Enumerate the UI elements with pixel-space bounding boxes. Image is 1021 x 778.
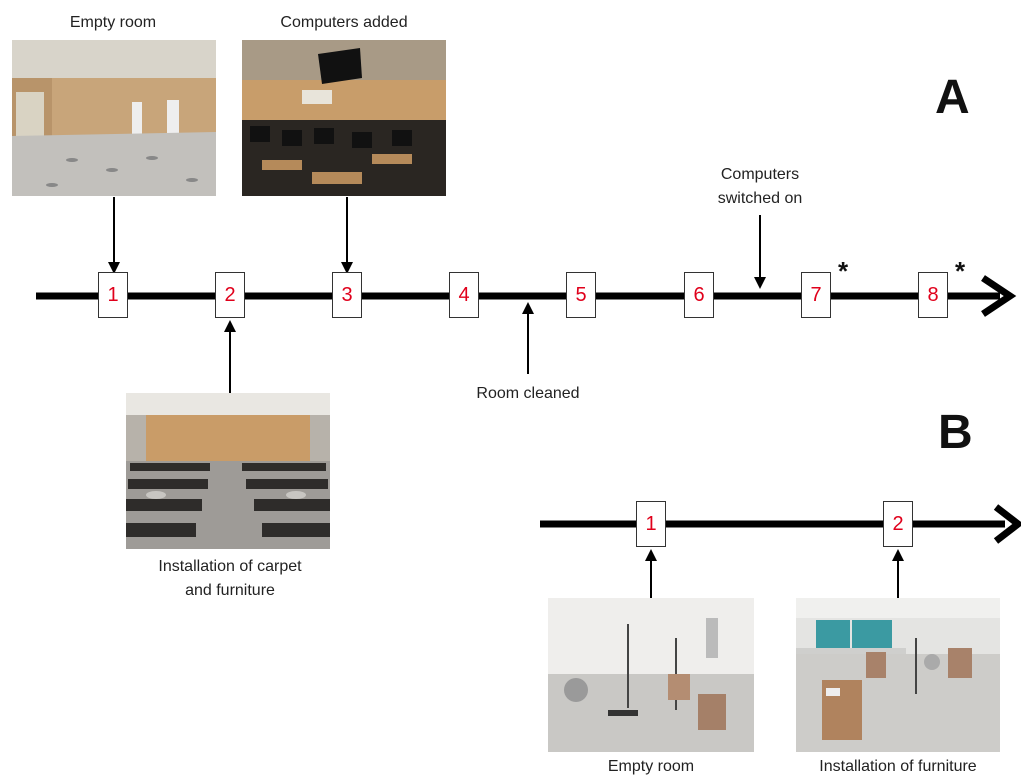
photo-empty-room-b <box>548 598 754 752</box>
asterisk-step-7: * <box>838 256 849 286</box>
step-b-2: 2 <box>883 501 913 547</box>
label-empty-room-a: Empty room <box>69 14 157 31</box>
step-a-7: 7 <box>801 272 831 318</box>
photo-installation-furniture-b <box>796 598 1000 752</box>
step-a-5: 5 <box>566 272 596 318</box>
label-computers-added: Computers added <box>280 14 408 31</box>
step-a-6: 6 <box>684 272 714 318</box>
photo-computers-added <box>242 40 446 196</box>
timeline-b-arrowhead <box>993 504 1021 544</box>
label-installation-1: Installation of carpet <box>158 558 302 575</box>
label-computers-switched-on-1: Computers <box>720 166 800 183</box>
panel-letter-b: B <box>938 406 973 459</box>
timeline-a-arrowhead <box>981 275 1017 317</box>
label-room-cleaned: Room cleaned <box>476 385 580 402</box>
label-computers-switched-on-2: switched on <box>717 190 803 207</box>
step-a-4: 4 <box>449 272 479 318</box>
label-empty-room-b: Empty room <box>607 758 695 775</box>
photo-installation-carpet-furniture <box>126 393 330 549</box>
label-installation-2: and furniture <box>185 582 275 599</box>
panel-letter-a: A <box>935 71 970 124</box>
asterisk-step-8: * <box>955 256 966 286</box>
step-a-2: 2 <box>215 272 245 318</box>
step-a-8: 8 <box>918 272 948 318</box>
step-b-1: 1 <box>636 501 666 547</box>
photo-empty-room-a <box>12 40 216 196</box>
step-a-3: 3 <box>332 272 362 318</box>
label-installation-b: Installation of furniture <box>819 758 977 775</box>
step-a-1: 1 <box>98 272 128 318</box>
